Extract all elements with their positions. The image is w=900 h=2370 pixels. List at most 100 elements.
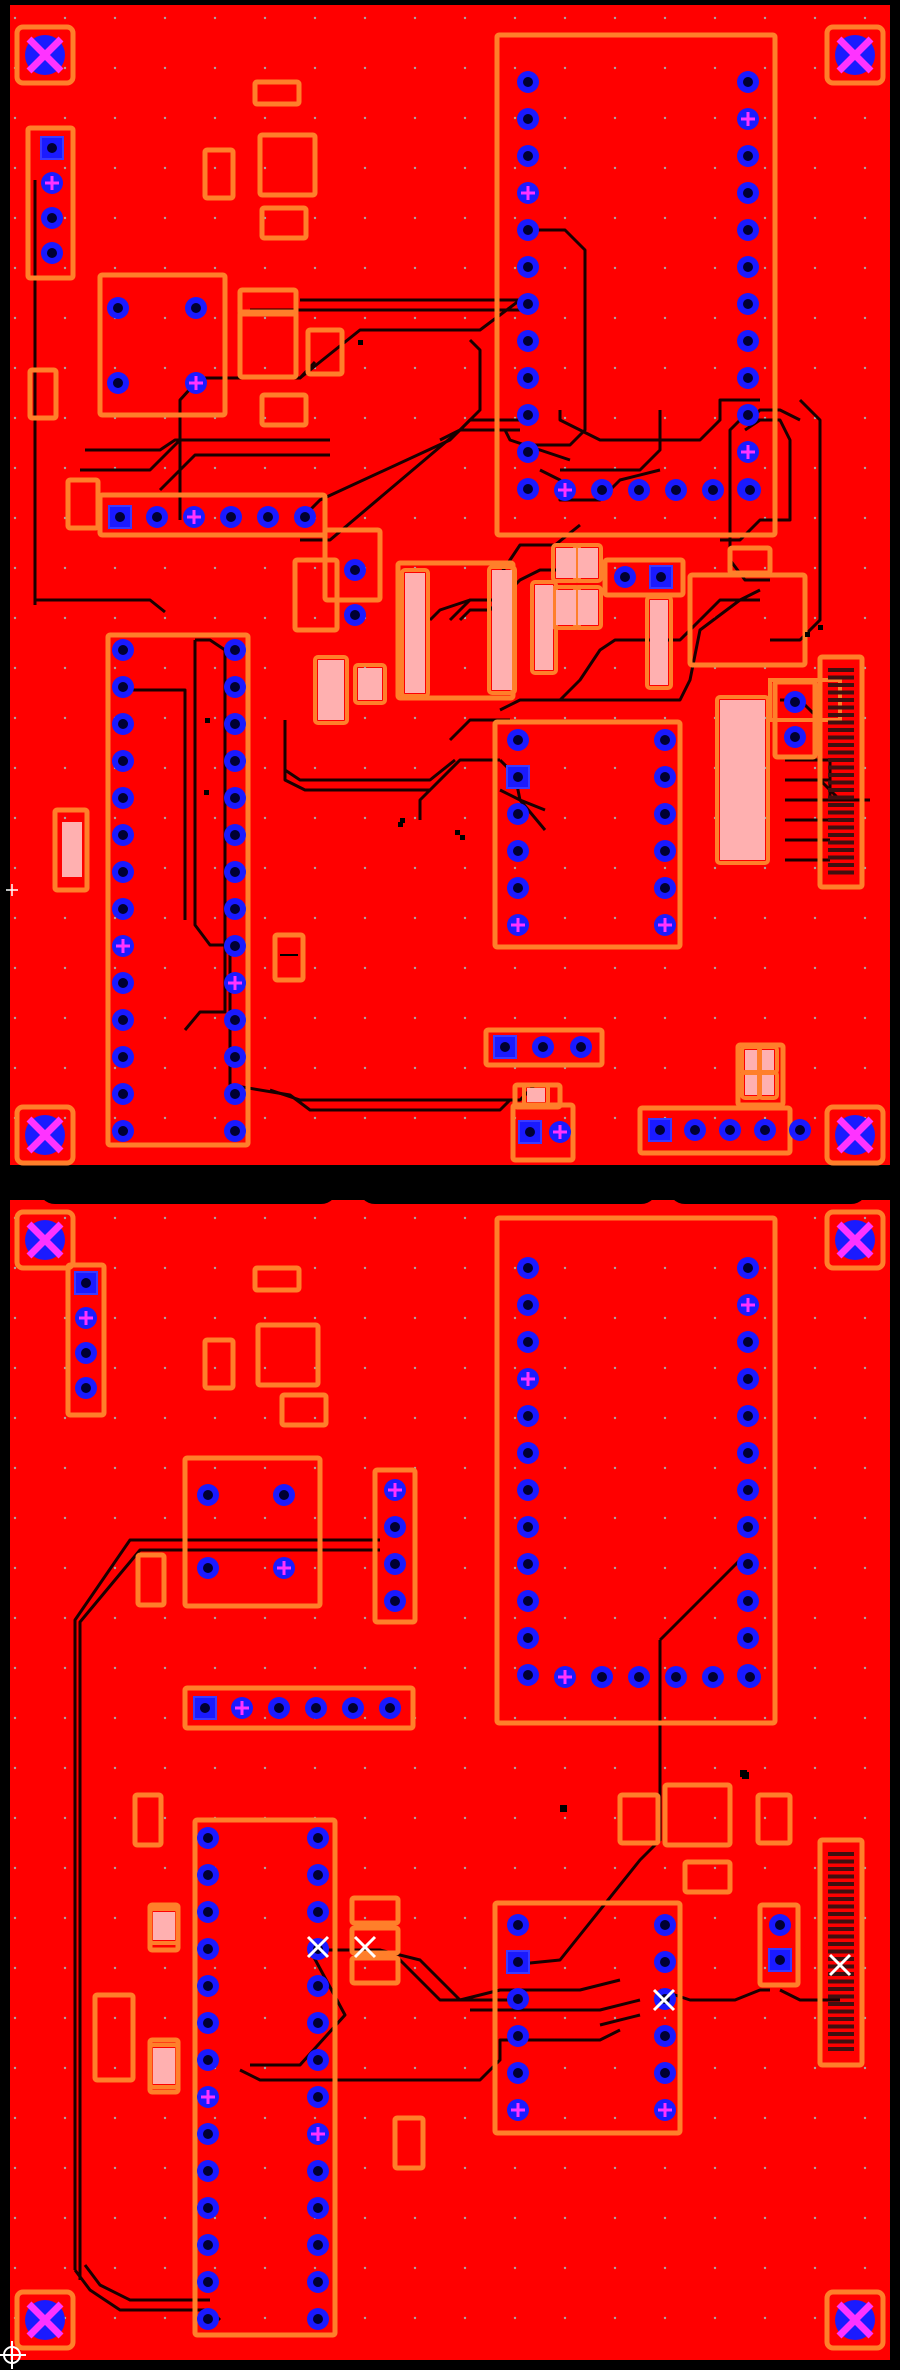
ic-outline (492, 719, 683, 950)
drill-hole (230, 756, 240, 766)
drill-hole (203, 2166, 213, 2176)
drill-hole (118, 645, 128, 655)
copper-trace (770, 398, 822, 642)
copper-trace (499, 588, 761, 712)
thermal-relief (228, 976, 242, 990)
drill-hole (743, 225, 753, 235)
panel-breakaway-slots (38, 1170, 868, 1204)
fine-pitch-pad (828, 780, 854, 785)
drill-hole (743, 410, 753, 420)
fine-pitch-pad (828, 1904, 854, 1909)
marker-layer (0, 884, 852, 2369)
drill-hole (203, 1981, 213, 1991)
drill-hole (743, 1411, 753, 1421)
drill-hole (118, 1089, 128, 1099)
drill-hole (113, 303, 123, 313)
drill-hole (743, 373, 753, 383)
thermal-relief (189, 376, 203, 390)
drill-hole (743, 299, 753, 309)
drill-hole (576, 1042, 586, 1052)
drill-hole (743, 1448, 753, 1458)
fine-pitch-pad (828, 675, 854, 680)
fine-pitch-pad (828, 698, 854, 702)
drill-hole (230, 904, 240, 914)
capacitor-outline (252, 79, 302, 107)
smd-pad (556, 548, 576, 578)
copper-trace (239, 2028, 621, 2082)
drill-hole (620, 572, 630, 582)
fine-pitch-pad (828, 683, 854, 687)
drill-hole (118, 1015, 128, 1025)
smd-pad (148, 2043, 180, 2089)
smd-footprint (202, 1337, 236, 1391)
thermal-relief (521, 186, 535, 200)
smd-pad (527, 1088, 545, 1102)
smd-pad (650, 600, 668, 685)
via (398, 822, 403, 827)
drill-hole (671, 1672, 681, 1682)
drill-hole (230, 830, 240, 840)
regulator-outline (662, 1782, 733, 1848)
drill-hole (118, 793, 128, 803)
drill-hole (152, 512, 162, 522)
copper-pour-bottom (10, 1200, 890, 2360)
copper-trace (120, 688, 187, 920)
smd-footprint (202, 147, 236, 201)
drill-hole (203, 2203, 213, 2213)
drill-hole (708, 1672, 718, 1682)
connector-outline-fine (817, 1837, 865, 2068)
drill-hole (743, 1374, 753, 1384)
smd-array (715, 695, 770, 865)
drill-hole (203, 1944, 213, 1954)
fine-pitch-pad (828, 1852, 854, 1856)
drill-hole (313, 1981, 323, 1991)
drill-hole (513, 735, 523, 745)
thermal-relief (45, 176, 59, 190)
smd-pad (318, 660, 344, 720)
fine-pitch-pad (828, 2017, 854, 2021)
smd-footprint (617, 1792, 661, 1846)
mounting-hole-icon (14, 1104, 76, 1166)
fine-pitch-pad (828, 1972, 854, 1976)
smd-footprint (279, 1392, 329, 1428)
ic-outline (395, 560, 516, 701)
drill-hole (597, 485, 607, 495)
drill-hole (743, 188, 753, 198)
thermal-relief (741, 1298, 755, 1312)
fine-pitch-pad (828, 713, 854, 717)
smd-footprint (132, 1792, 164, 1848)
drill-hole (660, 1957, 670, 1967)
drill-hole (113, 378, 123, 388)
header-outline (757, 1902, 801, 1988)
mounting-hole-icon (824, 1209, 886, 1271)
via (204, 790, 209, 795)
drill-hole (523, 336, 533, 346)
drill-hole (743, 1522, 753, 1532)
drill-hole (203, 2314, 213, 2324)
drill-hole (790, 732, 800, 742)
drill-hole (81, 1348, 91, 1358)
drill-hole (660, 772, 670, 782)
drill-hole (523, 484, 533, 494)
fine-pitch-pad (828, 1874, 854, 1879)
drill-hole (118, 1052, 128, 1062)
smd-pad (153, 1912, 175, 1940)
fine-pitch-pad (828, 743, 854, 747)
fine-pitch-pad (828, 735, 854, 740)
thermal-relief (116, 939, 130, 953)
drill-hole (230, 1089, 240, 1099)
fine-pitch-pad (828, 1979, 854, 1984)
smd-pad (745, 1050, 757, 1070)
mounting-hole-icon (824, 24, 886, 86)
unrouted-x-icon (828, 1953, 852, 1977)
drill-hole (523, 373, 533, 383)
drill-hole (230, 793, 240, 803)
drill-hole (523, 1411, 533, 1421)
fine-pitch-pad (828, 690, 854, 695)
copper-trace (80, 438, 182, 472)
smd-pad (153, 2048, 175, 2084)
drill-hole (230, 1126, 240, 1136)
fine-pitch-pad (828, 825, 854, 830)
copper-trace (560, 410, 662, 472)
thermal-relief (553, 1125, 567, 1139)
